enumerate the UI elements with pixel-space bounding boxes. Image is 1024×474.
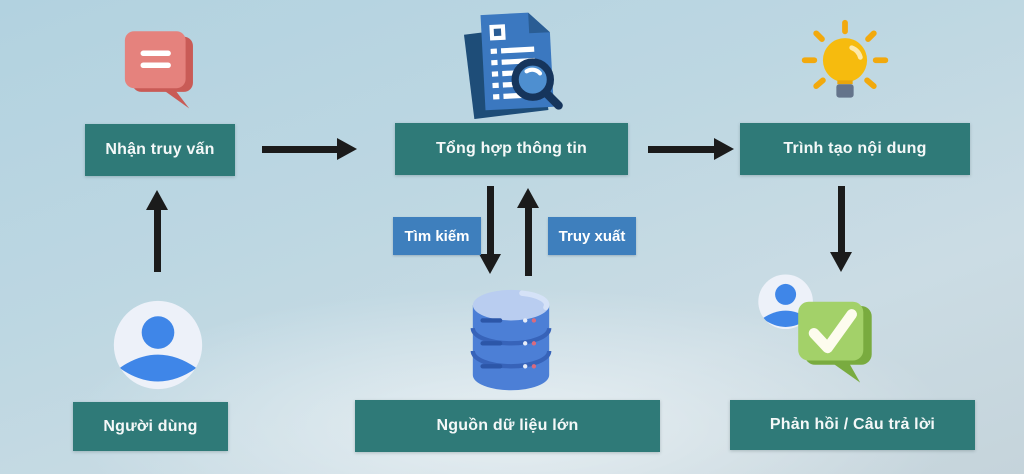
arrow-search-down (479, 186, 501, 274)
node-receive-query-label: Nhận truy vấn (105, 141, 215, 158)
edge-label-retrieve: Truy xuất (548, 217, 636, 255)
chat-bubble-icon (112, 20, 204, 116)
node-receive-query: Nhận truy vấn (85, 124, 235, 176)
arrow-retrieve-up (517, 188, 539, 276)
arrow-synthesize-to-generator (648, 137, 734, 161)
arrow-shaft (153, 210, 161, 272)
arrow-shaft (524, 208, 532, 276)
feedback-check-icon (752, 267, 878, 389)
node-user: Người dùng (73, 402, 228, 451)
arrow-head-right (337, 138, 357, 160)
arrow-receive-to-synthesize (262, 137, 357, 161)
arrow-head-down (479, 254, 501, 274)
arrow-head-right (714, 138, 734, 160)
arrow-generator-to-response (830, 186, 852, 272)
document-search-icon (448, 5, 574, 119)
arrow-head-up (146, 190, 168, 210)
node-data-source: Nguồn dữ liệu lớn (355, 400, 660, 452)
arrow-user-to-receive (146, 190, 168, 272)
node-user-label: Người dùng (103, 417, 198, 435)
edge-label-retrieve-text: Truy xuất (558, 227, 626, 245)
arrow-shaft (648, 145, 714, 153)
node-content-generator-label: Trình tạo nội dung (783, 140, 927, 157)
arrow-head-up (517, 188, 539, 208)
arrow-shaft (262, 145, 337, 153)
arrow-shaft (837, 186, 845, 252)
lightbulb-icon (797, 16, 893, 114)
node-response: Phản hồi / Câu trả lời (730, 400, 975, 450)
node-synthesize-info: Tổng hợp thông tin (395, 123, 628, 175)
node-content-generator: Trình tạo nội dung (740, 123, 970, 175)
arrow-shaft (486, 186, 494, 254)
node-data-source-label: Nguồn dữ liệu lớn (436, 417, 579, 434)
arrow-head-down (830, 252, 852, 272)
user-icon (110, 297, 206, 393)
edge-label-search-text: Tìm kiếm (404, 227, 470, 245)
database-icon (455, 279, 567, 399)
edge-label-search: Tìm kiếm (393, 217, 481, 255)
node-synthesize-info-label: Tổng hợp thông tin (436, 140, 587, 157)
node-response-label: Phản hồi / Câu trả lời (769, 416, 936, 433)
